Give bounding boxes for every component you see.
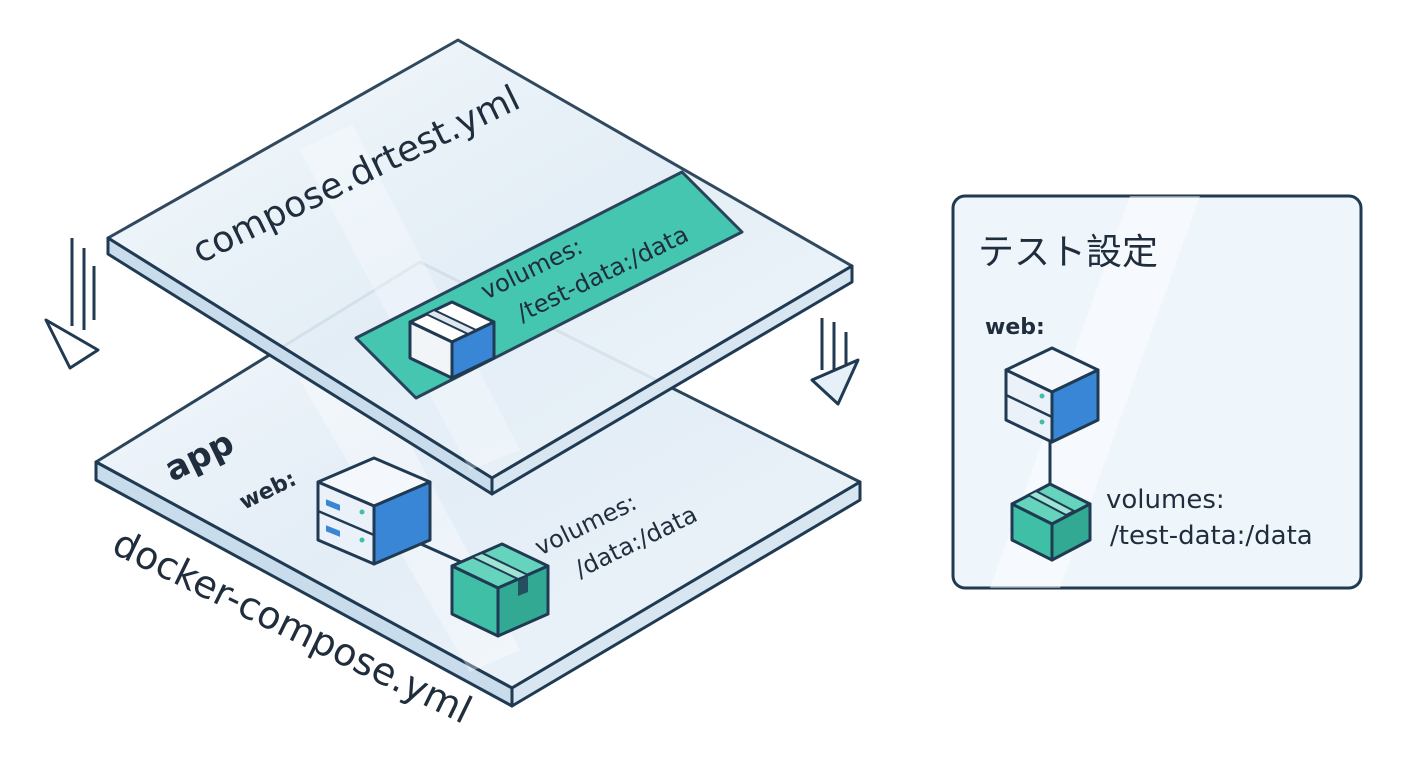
merge-arrow-icon xyxy=(810,318,860,406)
volume-box-icon xyxy=(1010,482,1092,562)
server-icon xyxy=(316,456,432,566)
upper-layer: compose.drtest.yml volumes: /test-data:/… xyxy=(106,38,854,496)
upper-layer-edge-right xyxy=(490,264,854,496)
lower-layer-edge-right xyxy=(510,480,862,708)
server-icon xyxy=(1004,346,1100,444)
result-panel: テスト設定 web: volumes: /test-data:/data xyxy=(951,194,1363,590)
result-panel-volume-line2: /test-data:/data xyxy=(1110,521,1313,551)
result-panel-service-label: web: xyxy=(985,315,1045,340)
volume-box-icon xyxy=(408,300,496,380)
merge-arrow-icon xyxy=(44,238,100,370)
upper-layer-glare xyxy=(300,124,520,470)
volume-box-icon xyxy=(450,542,550,638)
result-panel-volume-line1: volumes: xyxy=(1106,485,1225,515)
result-panel-title: テスト設定 xyxy=(978,232,1158,273)
